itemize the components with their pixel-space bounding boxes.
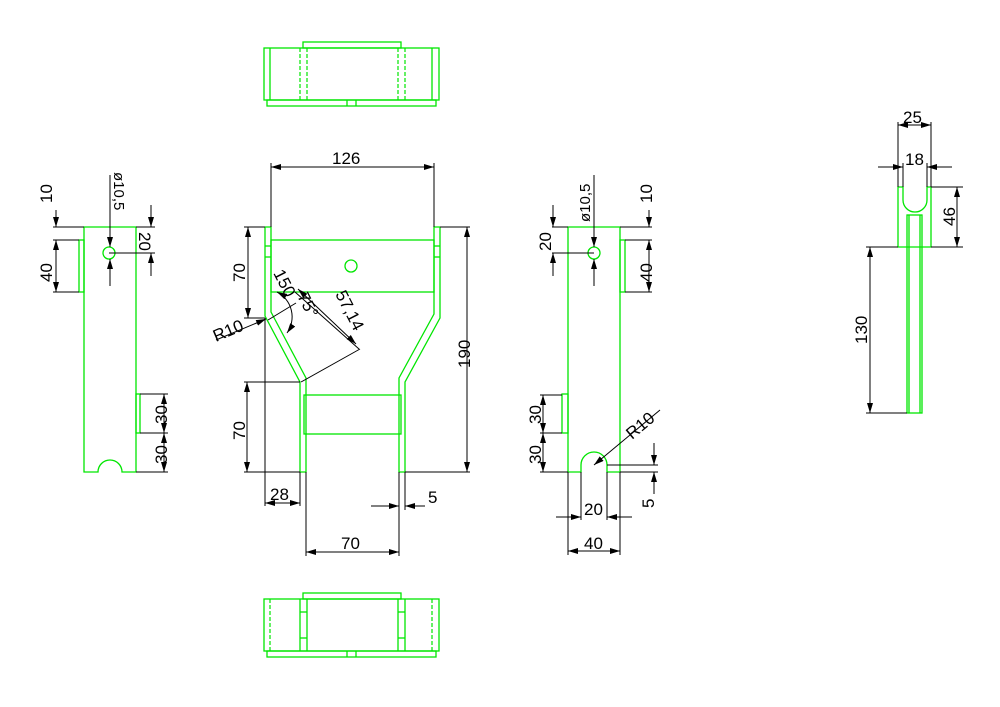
dim-hole-pos: 20 [135,232,154,251]
dim-hole-dia: ø10,5 [577,184,594,222]
dim-bottom-offset: 30 [152,445,171,464]
dim-upper-height: 70 [230,263,249,282]
dim-top-offset: 10 [37,184,56,203]
dim-head-height: 46 [940,207,959,226]
dim-slot-width: 20 [584,500,603,519]
dim-bottom-offset: 30 [526,445,545,464]
dim-lower-tab: 30 [526,405,545,424]
dim-outer-width: 25 [903,108,922,127]
dim-lower-height: 70 [230,421,249,440]
dim-height-total: 190 [455,340,474,368]
top-view [263,41,440,107]
mounting-hole [344,259,358,273]
dim-tab-height: 40 [637,263,656,282]
dim-hole-pos: 20 [536,232,555,251]
dim-slant-length: 57,14 [331,287,367,334]
dim-top-offset: 10 [637,184,656,203]
dim-offset-left: 28 [270,485,289,504]
front-view: 126 190 70 70 28 5 70 150 75° 57,14 R10 [210,149,474,556]
dim-tab-height: 40 [37,263,56,282]
dim-width: 40 [584,534,603,553]
dim-wall: 5 [428,488,437,507]
dim-inner-width: 18 [905,150,924,169]
right-view: ø10,5 20 10 40 30 30 R10 5 20 40 [526,175,661,555]
dim-width-bottom: 70 [341,534,360,553]
left-view: 10 40 ø10,5 20 30 30 [37,172,171,473]
dim-width-top: 126 [332,149,360,168]
dim-lower-tab: 30 [152,405,171,424]
side-part-view: 25 18 46 130 [852,108,963,414]
bottom-view [263,592,440,658]
dim-shaft-length: 130 [852,316,871,344]
dim-angle-outer: 150 [269,266,299,300]
dim-slot-depth: 5 [639,499,658,508]
dim-radius: R10 [210,316,246,346]
dim-hole-dia: ø10,5 [110,172,127,210]
dim-radius: R10 [622,408,658,443]
